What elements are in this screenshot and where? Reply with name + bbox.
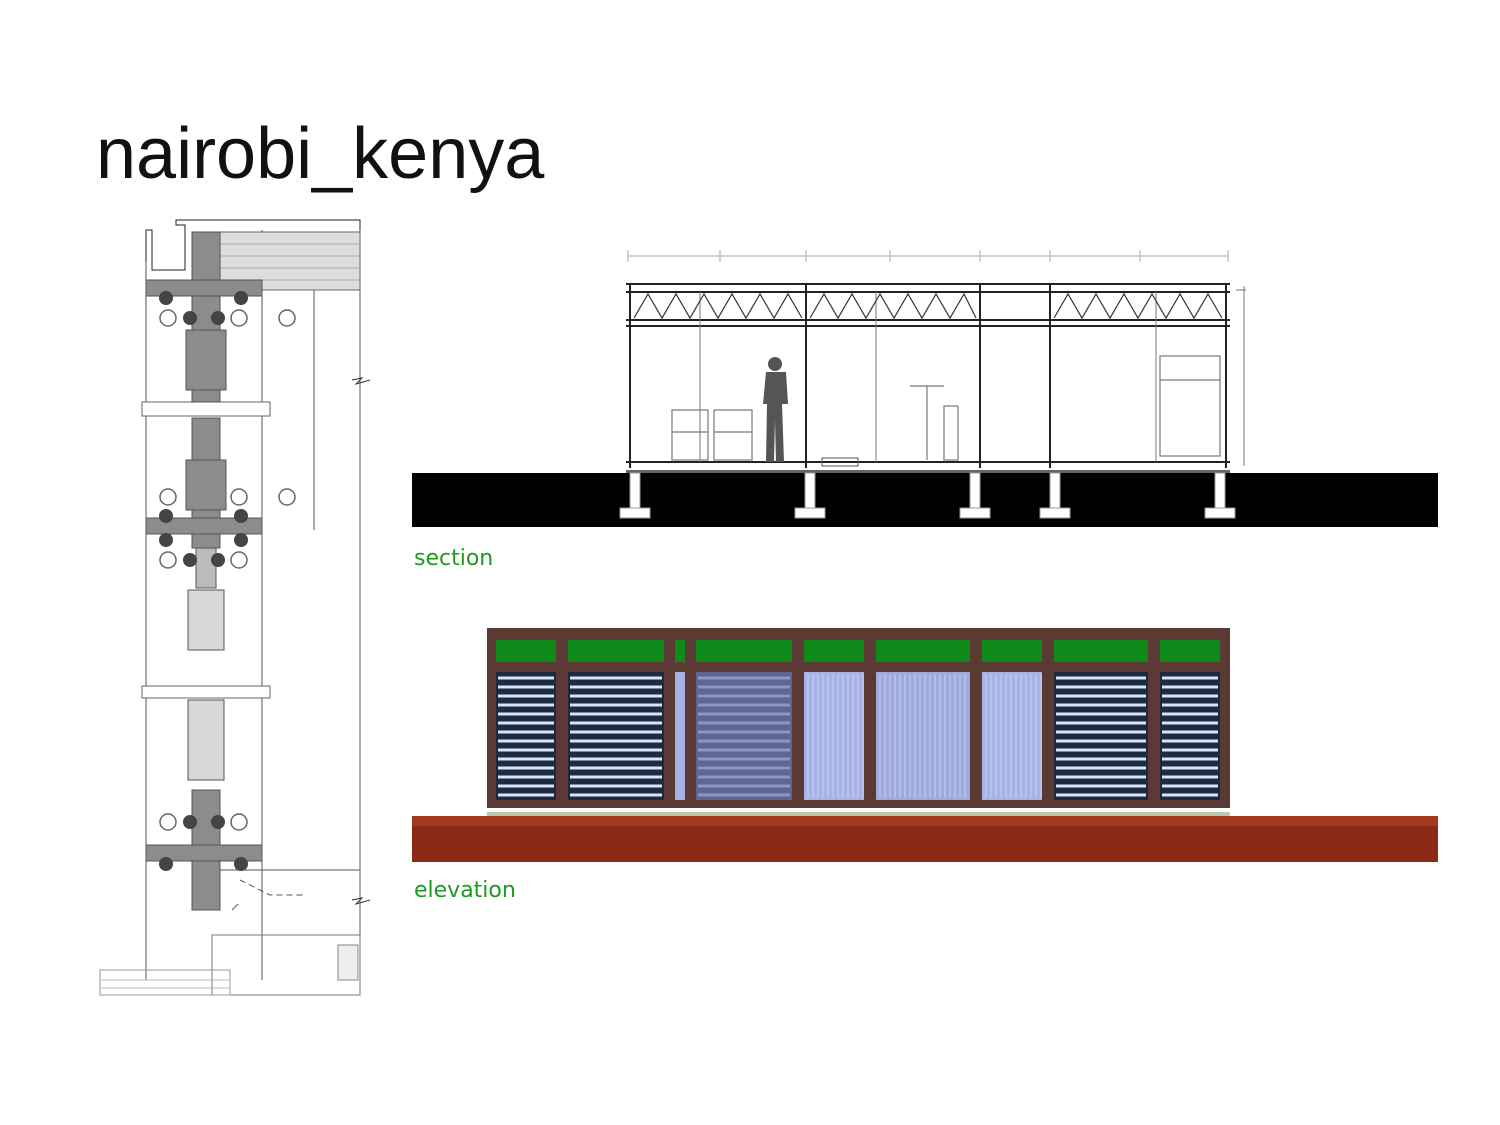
section-piers (619, 472, 1236, 519)
wall-hex-nuts (159, 309, 296, 831)
elevation-caption: elevation (414, 878, 516, 903)
section-caption: section (414, 546, 494, 571)
wall-spine (145, 231, 263, 911)
section-ground (412, 473, 1438, 527)
human-figure (763, 357, 788, 462)
section-drawing (412, 250, 1438, 527)
elevation-drawing (412, 628, 1438, 862)
wall-detail-drawing (99, 219, 371, 996)
wall-bolts (159, 291, 248, 871)
page-title: nairobi_kenya (96, 114, 545, 194)
